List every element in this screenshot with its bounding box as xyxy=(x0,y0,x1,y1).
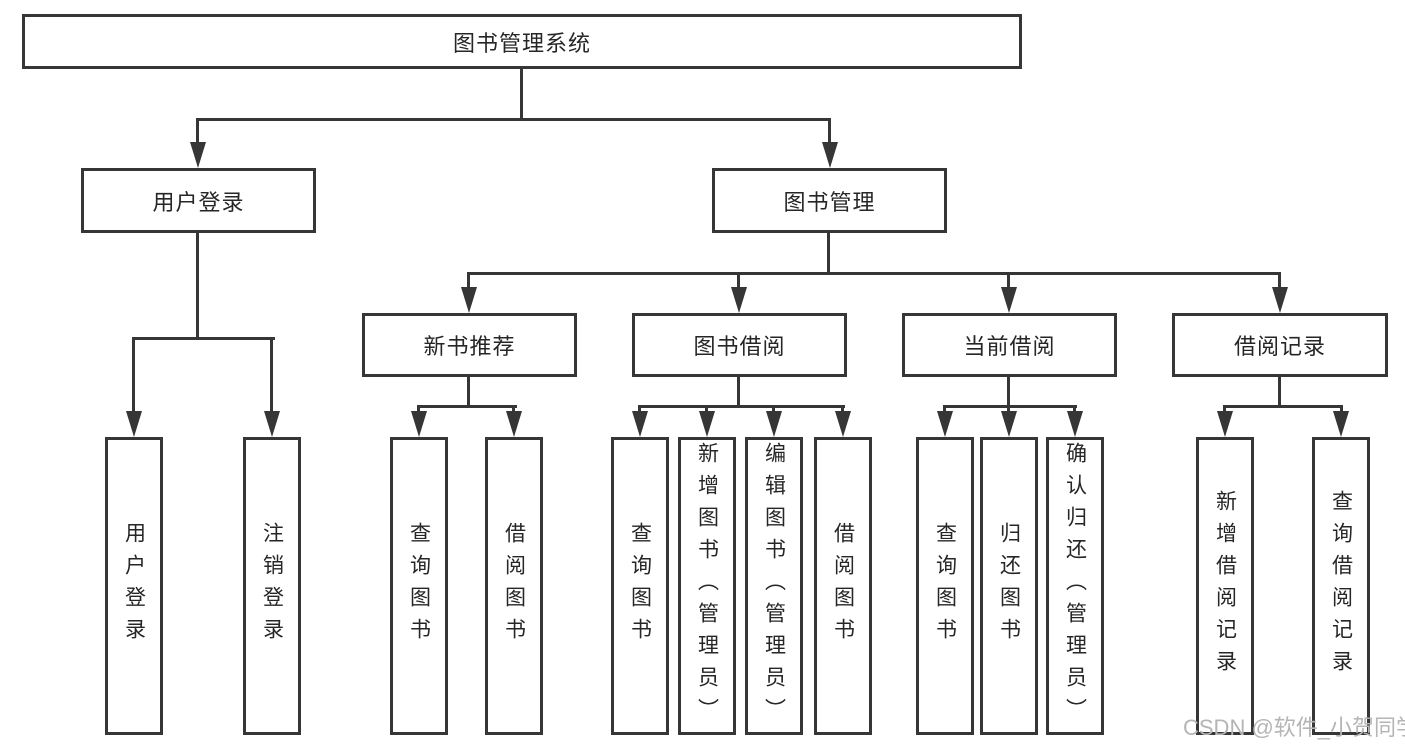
connector-line xyxy=(467,272,470,289)
leaf-query-borrow-record-label: 查询借阅记录 xyxy=(1329,490,1353,682)
connector-line xyxy=(1073,405,1076,413)
connector-line xyxy=(737,377,740,407)
connector-line xyxy=(1007,405,1010,413)
node-current-borrow-label: 当前借阅 xyxy=(963,334,1056,359)
connector-line xyxy=(196,118,831,121)
leaf-logout: 注销登录 xyxy=(243,437,301,735)
node-root: 图书管理系统 xyxy=(22,14,1022,69)
connector-line xyxy=(638,405,641,413)
connector-line xyxy=(1007,272,1010,289)
connector-line xyxy=(737,272,740,289)
connector-line xyxy=(828,118,831,146)
leaf-query-book-current-label: 查询图书 xyxy=(933,522,957,650)
node-user-login-label: 用户登录 xyxy=(152,189,245,215)
arrowhead-down-icon xyxy=(190,142,206,168)
arrowhead-down-icon xyxy=(731,287,747,313)
leaf-edit-book-admin: 编辑图书（管理员） xyxy=(745,437,803,735)
arrowhead-down-icon xyxy=(264,411,280,437)
leaf-query-borrow-record: 查询借阅记录 xyxy=(1312,437,1370,735)
arrowhead-down-icon xyxy=(126,411,142,437)
leaf-confirm-return-admin: 确认归还（管理员） xyxy=(1046,437,1104,735)
node-book-management: 图书管理 xyxy=(712,168,947,233)
leaf-borrow-book-label: 借阅图书 xyxy=(831,522,855,650)
arrowhead-down-icon xyxy=(1333,411,1349,437)
connector-line xyxy=(638,405,845,408)
arrowhead-down-icon xyxy=(1067,411,1083,437)
connector-line xyxy=(132,337,275,340)
connector-line xyxy=(1340,405,1343,413)
leaf-user-login-label: 用户登录 xyxy=(122,522,146,650)
leaf-query-book-recommend-label: 查询图书 xyxy=(407,522,431,650)
node-root-label: 图书管理系统 xyxy=(452,30,591,56)
connector-line xyxy=(1223,405,1343,408)
connector-line xyxy=(270,337,273,415)
arrowhead-down-icon xyxy=(506,411,522,437)
node-new-book-recommend: 新书推荐 xyxy=(362,313,577,377)
node-borrow-records: 借阅记录 xyxy=(1172,313,1388,377)
connector-line xyxy=(943,405,1077,408)
arrowhead-down-icon xyxy=(461,287,477,313)
connector-line xyxy=(132,337,135,415)
arrowhead-down-icon xyxy=(766,411,782,437)
node-borrow-records-label: 借阅记录 xyxy=(1233,334,1326,359)
leaf-user-login: 用户登录 xyxy=(105,437,163,735)
node-new-book-recommend-label: 新书推荐 xyxy=(423,334,516,359)
leaf-logout-label: 注销登录 xyxy=(260,522,284,650)
connector-line xyxy=(467,377,470,407)
arrowhead-down-icon xyxy=(411,411,427,437)
arrowhead-down-icon xyxy=(1272,287,1288,313)
node-book-management-label: 图书管理 xyxy=(783,189,876,215)
connector-line xyxy=(417,405,420,413)
connector-line xyxy=(417,405,517,408)
leaf-add-book-admin-label: 新增图书（管理员） xyxy=(695,442,719,730)
connector-line xyxy=(196,233,199,340)
arrowhead-down-icon xyxy=(822,142,838,168)
connector-line xyxy=(827,233,830,275)
node-current-borrow: 当前借阅 xyxy=(902,313,1117,377)
connector-line xyxy=(512,405,515,413)
leaf-query-book-recommend: 查询图书 xyxy=(390,437,448,735)
connector-line xyxy=(520,68,523,121)
node-book-borrow-label: 图书借阅 xyxy=(693,334,786,359)
connector-line xyxy=(1278,272,1281,289)
leaf-edit-book-admin-label: 编辑图书（管理员） xyxy=(762,442,786,730)
arrowhead-down-icon xyxy=(835,411,851,437)
leaf-confirm-return-admin-label: 确认归还（管理员） xyxy=(1063,442,1087,730)
leaf-query-book-current: 查询图书 xyxy=(916,437,974,735)
leaf-borrow-book-recommend-label: 借阅图书 xyxy=(502,522,526,650)
connector-line xyxy=(772,405,775,413)
node-book-borrow: 图书借阅 xyxy=(632,313,847,377)
leaf-borrow-book-recommend: 借阅图书 xyxy=(485,437,543,735)
leaf-query-book-borrow-label: 查询图书 xyxy=(628,522,652,650)
connector-line xyxy=(1223,405,1226,413)
arrowhead-down-icon xyxy=(1001,287,1017,313)
arrowhead-down-icon xyxy=(632,411,648,437)
leaf-return-book: 归还图书 xyxy=(980,437,1038,735)
connector-line xyxy=(841,405,844,413)
leaf-add-borrow-record-label: 新增借阅记录 xyxy=(1213,490,1237,682)
connector-line xyxy=(943,405,946,413)
connector-line xyxy=(1007,377,1010,407)
arrowhead-down-icon xyxy=(937,411,953,437)
connector-line xyxy=(705,405,708,413)
leaf-add-book-admin: 新增图书（管理员） xyxy=(678,437,736,735)
leaf-add-borrow-record: 新增借阅记录 xyxy=(1196,437,1254,735)
connector-line xyxy=(1278,377,1281,407)
connector-line xyxy=(467,272,1281,275)
leaf-return-book-label: 归还图书 xyxy=(997,522,1021,650)
arrowhead-down-icon xyxy=(1217,411,1233,437)
arrowhead-down-icon xyxy=(699,411,715,437)
leaf-borrow-book: 借阅图书 xyxy=(814,437,872,735)
node-user-login: 用户登录 xyxy=(81,168,316,233)
connector-line xyxy=(196,118,199,146)
csdn-watermark: CSDN @软件_小贺同学 xyxy=(1183,715,1405,740)
leaf-query-book-borrow: 查询图书 xyxy=(611,437,669,735)
arrowhead-down-icon xyxy=(1001,411,1017,437)
